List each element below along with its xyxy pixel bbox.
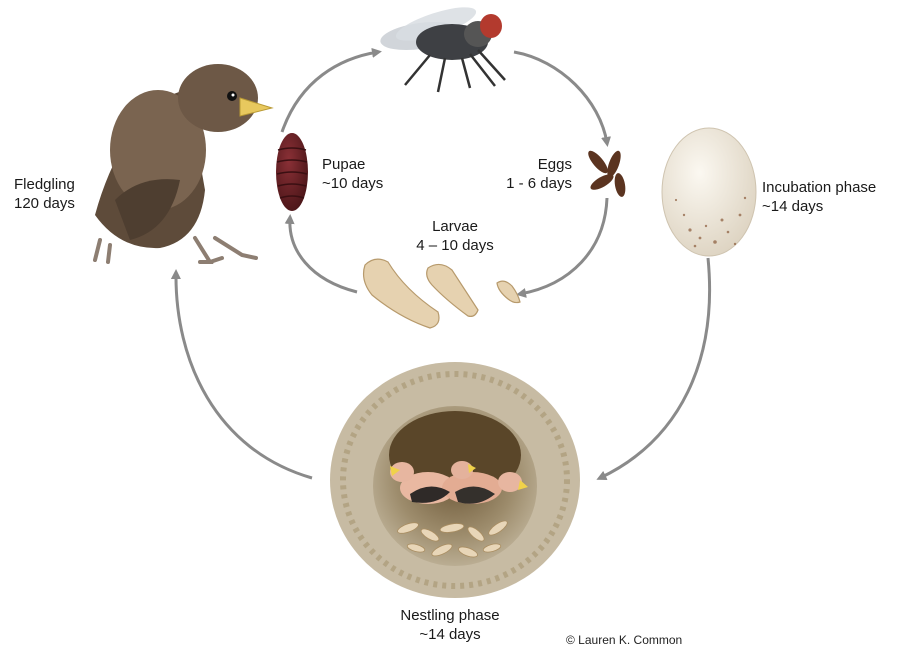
larvae-duration: 4 – 10 days bbox=[400, 236, 510, 255]
arrow-larvae-to-pupae bbox=[290, 218, 357, 292]
arrow-fly-to-eggs bbox=[514, 52, 607, 143]
label-pupae: Pupae ~10 days bbox=[322, 155, 383, 193]
copyright-credit: © Lauren K. Common bbox=[566, 633, 682, 647]
label-eggs: Eggs 1 - 6 days bbox=[482, 155, 572, 193]
pupae-name: Pupae bbox=[322, 155, 383, 174]
incubation-duration: ~14 days bbox=[762, 197, 876, 216]
nestling-name: Nestling phase bbox=[385, 606, 515, 625]
pupae-duration: ~10 days bbox=[322, 174, 383, 193]
label-nestling: Nestling phase ~14 days bbox=[385, 606, 515, 644]
arrow-egg-to-nest bbox=[600, 258, 710, 478]
eggs-name: Eggs bbox=[482, 155, 572, 174]
fly-eggs-illustration bbox=[585, 148, 627, 198]
nestling-duration: ~14 days bbox=[385, 625, 515, 644]
larvae-illustration bbox=[364, 259, 520, 328]
fledgling-illustration bbox=[95, 64, 272, 262]
larvae-name: Larvae bbox=[400, 217, 510, 236]
label-incubation: Incubation phase ~14 days bbox=[762, 178, 876, 216]
fly-illustration bbox=[379, 1, 505, 92]
fledgling-name: Fledgling bbox=[14, 175, 75, 194]
bird-egg-illustration bbox=[662, 128, 756, 256]
nest-illustration bbox=[330, 362, 580, 598]
arrow-eggs-to-larvae bbox=[520, 198, 607, 294]
fledgling-duration: 120 days bbox=[14, 194, 75, 213]
label-fledgling: Fledgling 120 days bbox=[14, 175, 75, 213]
arrow-nest-to-fledgling bbox=[176, 273, 312, 478]
incubation-name: Incubation phase bbox=[762, 178, 876, 197]
arrow-pupae-to-fly bbox=[282, 52, 378, 132]
pupa-illustration bbox=[276, 133, 308, 211]
eggs-duration: 1 - 6 days bbox=[482, 174, 572, 193]
label-larvae: Larvae 4 – 10 days bbox=[400, 217, 510, 255]
